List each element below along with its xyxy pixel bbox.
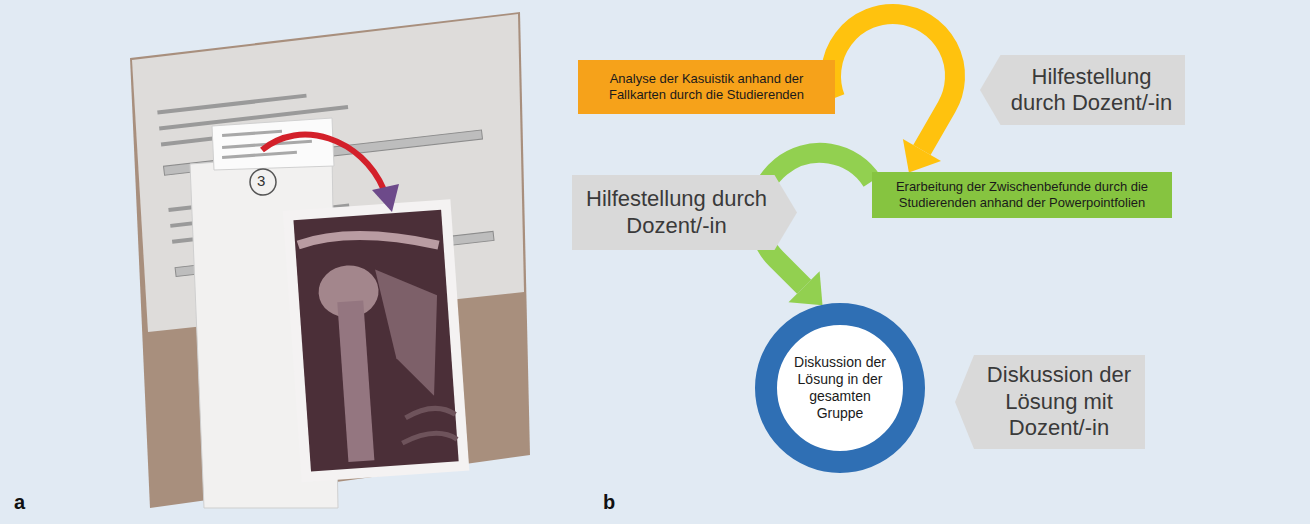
envelope-number: 3 [257, 172, 265, 190]
humerus-shaft [337, 301, 374, 462]
red-arrow [262, 135, 384, 190]
hint-tag: Hilfestellung durch Dozent/-in [980, 55, 1185, 125]
node-content: Diskussion der Lösung mit Dozent/-in [981, 362, 1137, 441]
xray-film [293, 210, 458, 472]
xray-card [283, 199, 470, 482]
panel-letter: b [603, 490, 615, 514]
node-text: Erarbeitung der Zwischenbefunde durch di… [880, 179, 1164, 210]
table-surface [130, 12, 530, 508]
clavicle [298, 230, 439, 255]
ribs [400, 407, 457, 443]
node-text: Analyse der Kasuistik anhand der Fallkar… [586, 71, 827, 102]
text-line [222, 151, 297, 159]
text-line [157, 94, 306, 115]
arrow-head [903, 139, 941, 173]
red-arrow-head [372, 184, 399, 212]
tag-outline [980, 55, 1185, 125]
arrow-head [789, 271, 823, 305]
node-text: Diskussion der Lösung mit Dozent/-in [981, 362, 1137, 441]
step-box: Analyse der Kasuistik anhand der Fallkar… [578, 60, 835, 114]
node-text: Hilfestellung durch Dozent/-in [1006, 64, 1177, 117]
hint-tag: Hilfestellung durch Dozent/-in [572, 175, 797, 250]
number-circle [250, 169, 276, 195]
cycle-arc [831, 14, 955, 150]
node-content: Hilfestellung durch Dozent/-in [1006, 64, 1177, 117]
tag-outline [572, 175, 797, 250]
node-text: Hilfestellung durch Dozent/-in [582, 186, 771, 239]
hint-tag: Diskussion der Lösung mit Dozent/-in [955, 355, 1145, 449]
tag-outline [955, 355, 1145, 449]
panel-letter: a [14, 490, 25, 514]
cycle-arrow [831, 14, 955, 172]
node-text: Diskussion der Lösung in der gesamten Gr… [789, 354, 891, 421]
xray-frame [283, 199, 470, 482]
text-line [222, 130, 282, 137]
node-content: Erarbeitung der Zwischenbefunde durch di… [880, 179, 1164, 210]
scapula [375, 265, 444, 399]
node-content: Hilfestellung durch Dozent/-in [582, 186, 771, 239]
step-box: Erarbeitung der Zwischenbefunde durch di… [872, 172, 1172, 218]
discussion-circle: Diskussion der Lösung in der gesamten Gr… [755, 303, 925, 473]
node-content: Analyse der Kasuistik anhand der Fallkar… [586, 71, 827, 102]
node-content: Diskussion der Lösung in der gesamten Gr… [789, 354, 891, 421]
